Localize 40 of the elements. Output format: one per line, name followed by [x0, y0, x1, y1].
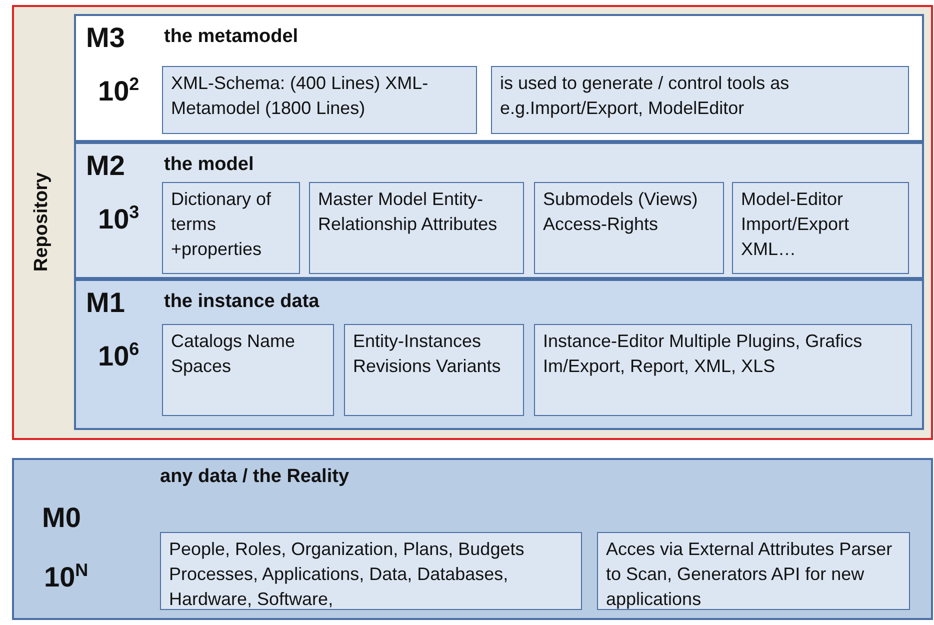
content-box	[162, 182, 300, 274]
repository-frame	[12, 5, 933, 440]
box-text: is used to generate / control tools as e.g.Import/Export, ModelEditor	[500, 73, 790, 118]
content-box	[162, 324, 334, 416]
content-box	[491, 66, 909, 134]
content-box	[344, 324, 524, 416]
layer-code: M3	[86, 22, 125, 54]
magnitude-label: 10$^{2}$	[98, 74, 140, 108]
box-text: Acces via External Attributes Parser to Scan, Generators API for new applications	[606, 539, 892, 609]
box-text: Instance-Editor Multiple Plugins, Grafics Im/Export, Report, XML, XLS	[543, 331, 862, 376]
content-box	[534, 182, 724, 274]
box-text: Model-Editor Import/Export XML…	[741, 189, 850, 259]
layer-title: any data / the Reality	[160, 466, 350, 488]
layer-title: the instance data	[164, 291, 320, 313]
layer-band	[74, 14, 924, 142]
box-text: People, Roles, Organization, Plans, Budgets Processes, Applications, Data, Databases, Hardware, Software,	[169, 539, 524, 609]
layer-band	[12, 458, 933, 620]
magnitude-label: 10$^{N}$	[44, 560, 88, 594]
box-text: Catalogs Name Spaces	[171, 331, 296, 376]
content-box	[534, 324, 912, 416]
magnitude-label: 10$^{3}$	[98, 202, 140, 236]
layer-title: the metamodel	[164, 26, 298, 48]
content-box	[160, 532, 582, 610]
box-text: Entity-Instances Revisions Variants	[353, 331, 501, 376]
layer-title: the model	[164, 154, 254, 176]
content-box	[732, 182, 909, 274]
layer-band	[74, 279, 924, 430]
layer-code: M2	[86, 150, 125, 182]
box-text: XML-Schema: (400 Lines) XML-Metamodel (1800 Lines)	[171, 73, 428, 118]
vertical-label: Repository	[31, 172, 53, 272]
box-text: Submodels (Views) Access-Rights	[543, 189, 698, 234]
content-box	[162, 66, 477, 134]
box-text: Dictionary of terms +properties	[171, 189, 272, 259]
layer-code: M1	[86, 287, 125, 319]
content-box	[309, 182, 524, 274]
magnitude-label: 10$^{6}$	[98, 339, 140, 372]
box-text: Master Model Entity-Relationship Attributes	[318, 189, 498, 234]
layer-band	[74, 142, 924, 279]
content-box	[597, 532, 910, 610]
layer-code: M0	[42, 502, 81, 534]
